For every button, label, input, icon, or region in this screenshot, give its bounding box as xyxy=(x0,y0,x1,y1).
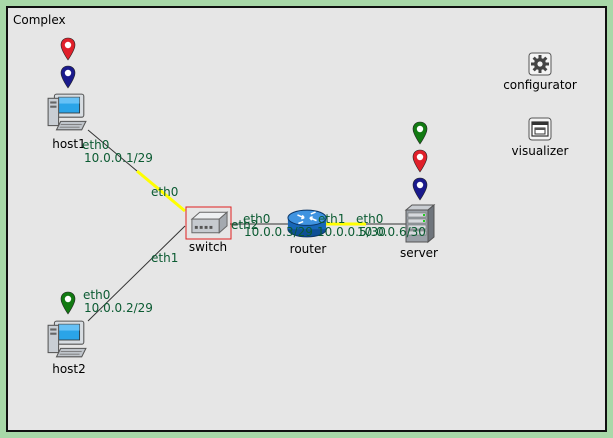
router-label: router xyxy=(290,242,327,256)
host1-node[interactable]: host1 xyxy=(47,37,87,151)
switch-eth0-label: eth0 xyxy=(151,185,178,199)
configurator-node[interactable]: configurator xyxy=(503,52,577,92)
router-eth1-label: eth1 xyxy=(318,212,345,226)
server-label: server xyxy=(400,246,438,260)
configurator-label: configurator xyxy=(503,78,577,92)
link-host2-switch[interactable] xyxy=(87,225,186,322)
computer-icon xyxy=(47,320,87,358)
server-node[interactable]: server xyxy=(400,121,438,260)
host1-eth0-label: eth0 xyxy=(82,138,109,152)
router-eth0-label: eth0 xyxy=(243,212,270,226)
red-pin-icon xyxy=(60,37,76,61)
host2-label: host2 xyxy=(52,362,86,376)
green-pin-icon xyxy=(412,121,428,145)
interface-labels: eth0 10.0.0.1/29 eth0 eth1 eth2 eth0 10.… xyxy=(82,138,426,315)
network-diagram: Complex host1 host2 switch router xyxy=(13,13,577,376)
host1-label: host1 xyxy=(52,137,86,151)
switch-node[interactable]: switch xyxy=(185,206,232,254)
host2-eth0-label: eth0 xyxy=(83,288,110,302)
router-eth0-address-label: 10.0.0.3/29 xyxy=(244,225,313,239)
visualizer-label: visualizer xyxy=(512,144,569,158)
blue-pin-icon xyxy=(412,177,428,201)
link-host1-switch[interactable] xyxy=(87,129,138,172)
blue-pin-icon xyxy=(60,65,76,89)
server-address-label: 10.0.0.6/30 xyxy=(357,225,426,239)
window-icon xyxy=(528,117,552,141)
router-eth1-address-label: 10.0.0.5/30 xyxy=(317,225,386,239)
green-pin-icon xyxy=(60,291,76,315)
host2-address-label: 10.0.0.2/29 xyxy=(84,301,153,315)
gear-icon xyxy=(528,52,552,76)
server-eth0-label: eth0 xyxy=(356,212,383,226)
host2-node[interactable]: host2 xyxy=(47,291,87,376)
visualizer-node[interactable]: visualizer xyxy=(512,117,569,158)
selection-box xyxy=(185,206,232,240)
computer-icon xyxy=(47,93,87,131)
router-node[interactable]: router xyxy=(287,209,327,256)
red-pin-icon xyxy=(412,149,428,173)
network-canvas: Complex host1 host2 switch router xyxy=(6,6,607,432)
switch-icon xyxy=(191,211,228,234)
link-host1-switch-highlight xyxy=(136,169,186,213)
links xyxy=(87,129,406,322)
network-title: Complex xyxy=(13,13,66,27)
switch-eth2-label: eth2 xyxy=(231,218,258,232)
host1-address-label: 10.0.0.1/29 xyxy=(84,151,153,165)
switch-label: switch xyxy=(189,240,227,254)
switch-eth1-label: eth1 xyxy=(151,251,178,265)
